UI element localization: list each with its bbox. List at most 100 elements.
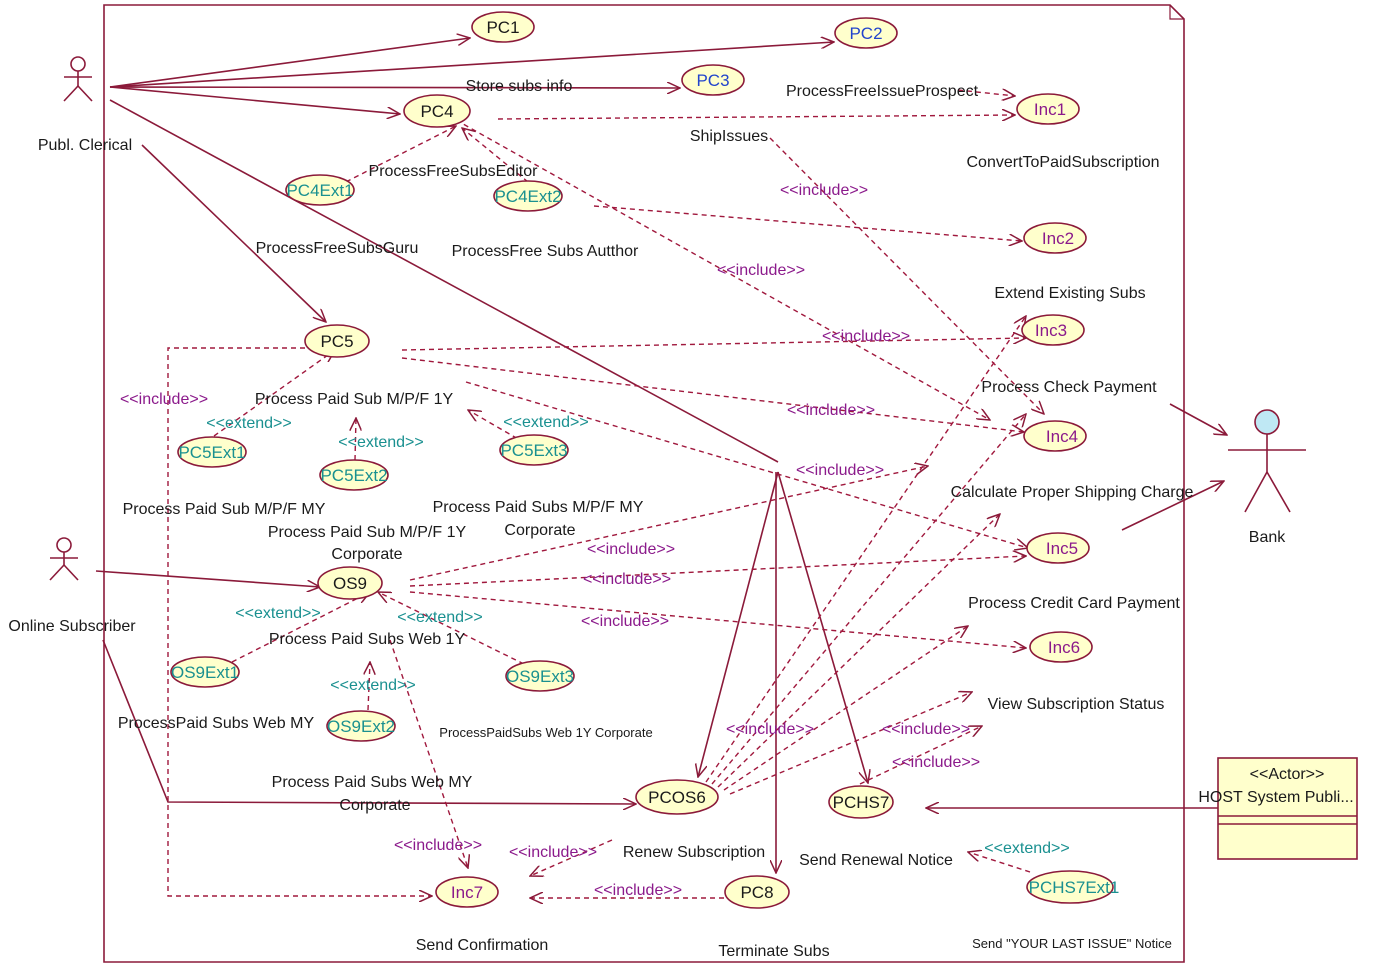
use-case-names: Store subs info ProcessFreeIssueProspect… — [118, 78, 1194, 960]
svg-text:PC1: PC1 — [486, 18, 519, 37]
svg-text:PCHS7Ext1: PCHS7Ext1 — [1029, 878, 1120, 897]
uc-pc5ext1[interactable]: PC5Ext1 — [177, 436, 247, 468]
svg-text:OS9: OS9 — [333, 574, 367, 593]
uc-os9ext1[interactable]: OS9Ext1 — [170, 656, 240, 688]
actor-label: Bank — [1249, 529, 1286, 546]
svg-text:PCHS7: PCHS7 — [833, 793, 890, 812]
actor-stereotype: <<Actor>> — [1250, 766, 1325, 783]
label-last-issue: Send "YOUR LAST ISSUE" Notice — [972, 936, 1172, 951]
label-paid-mpf-my-corp: Process Paid Subs M/P/F MY — [433, 499, 644, 516]
extend-label: <<extend>> — [235, 605, 320, 622]
actor-host-system[interactable]: <<Actor>> HOST System Publi... — [1198, 757, 1358, 860]
uc-inc1[interactable]: Inc1 — [1016, 93, 1080, 125]
actor-label: HOST System Publi... — [1198, 789, 1353, 806]
include-label: <<include>> — [882, 721, 970, 738]
svg-text:PC5Ext3: PC5Ext3 — [500, 441, 567, 460]
label-store-subs: Store subs info — [466, 78, 573, 95]
actor-bank[interactable]: Bank — [1228, 409, 1306, 546]
uc-os9[interactable]: OS9 — [317, 566, 383, 600]
uc-pc5ext2[interactable]: PC5Ext2 — [319, 459, 389, 491]
extend-label: <<extend>> — [397, 609, 482, 626]
label-process-check: Process Check Payment — [981, 379, 1157, 396]
system-boundary — [103, 4, 1185, 963]
uc-pc4ext2[interactable]: PC4Ext2 — [493, 180, 563, 212]
svg-text:OS9Ext3: OS9Ext3 — [506, 667, 574, 686]
uc-pcos6[interactable]: PCOS6 — [635, 779, 719, 815]
uc-pchs7[interactable]: PCHS7 — [828, 785, 894, 819]
extend-label: <<extend>> — [984, 840, 1069, 857]
svg-text:OS9Ext2: OS9Ext2 — [327, 717, 395, 736]
uc-pc1[interactable]: PC1 — [471, 11, 535, 43]
svg-text:Inc1: Inc1 — [1034, 100, 1066, 119]
label-calc-shipping: Calculate Proper Shipping Charge — [951, 484, 1194, 501]
label-terminate: Terminate Subs — [718, 943, 829, 960]
label-paid-web-1y: Process Paid Subs Web 1Y — [269, 631, 466, 648]
uc-pc5[interactable]: PC5 — [304, 324, 370, 358]
svg-text:PC5Ext1: PC5Ext1 — [178, 443, 245, 462]
uc-pc2[interactable]: PC2 — [834, 17, 898, 49]
label-paid-mpf-my-corp-2: Corporate — [504, 522, 575, 539]
svg-text:PC4: PC4 — [420, 102, 453, 121]
associations — [95, 38, 1227, 873]
extend-label: <<extend>> — [206, 415, 291, 432]
include-label: <<include>> — [509, 844, 597, 861]
label-send-confirmation: Send Confirmation — [416, 937, 549, 954]
uc-inc7[interactable]: Inc7 — [435, 876, 499, 908]
include-label: <<include>> — [594, 882, 682, 899]
include-label: <<include>> — [581, 613, 669, 630]
actor-label: Online Subscriber — [8, 618, 136, 635]
uc-pc4ext1[interactable]: PC4Ext1 — [285, 174, 355, 206]
label-paid-mpf-1y-corp-2: Corporate — [331, 546, 402, 563]
svg-text:PCOS6: PCOS6 — [648, 788, 706, 807]
actor-online-subscriber[interactable]: Online Subscriber — [8, 537, 136, 635]
svg-text:Inc3: Inc3 — [1035, 321, 1067, 340]
include-label: <<include>> — [787, 402, 875, 419]
svg-text:PC4Ext2: PC4Ext2 — [494, 187, 561, 206]
label-paid-mpf-1y: Process Paid Sub M/P/F 1Y — [255, 391, 454, 408]
label-send-renewal: Send Renewal Notice — [799, 852, 953, 869]
stereotype-labels: <<include>> <<include>> <<include>> <<in… — [120, 182, 1070, 899]
svg-text:OS9Ext1: OS9Ext1 — [171, 663, 239, 682]
svg-text:PC5Ext2: PC5Ext2 — [320, 466, 387, 485]
uc-pc8[interactable]: PC8 — [724, 875, 790, 909]
uc-inc2[interactable]: Inc2 — [1023, 222, 1087, 254]
label-paid-web-1y-corp: ProcessPaidSubs Web 1Y Corporate — [439, 725, 652, 740]
include-label: <<include>> — [120, 391, 208, 408]
label-extend-existing: Extend Existing Subs — [994, 285, 1145, 302]
uc-os9ext3[interactable]: OS9Ext3 — [505, 660, 575, 692]
uc-inc4[interactable]: Inc4 — [1023, 420, 1087, 452]
label-renew: Renew Subscription — [623, 844, 765, 861]
uc-pc3[interactable]: PC3 — [681, 64, 745, 96]
svg-text:Inc4: Inc4 — [1046, 427, 1078, 446]
uc-os9ext2[interactable]: OS9Ext2 — [326, 710, 396, 742]
label-paid-mpf-1y-corp: Process Paid Sub M/P/F 1Y — [268, 524, 467, 541]
label-credit-card: Process Credit Card Payment — [968, 595, 1180, 612]
include-label: <<include>> — [796, 462, 884, 479]
uc-pc5ext3[interactable]: PC5Ext3 — [499, 434, 569, 466]
actor-label: Publ. Clerical — [38, 137, 132, 154]
label-paid-web-my: ProcessPaid Subs Web MY — [118, 715, 315, 732]
uc-pc4[interactable]: PC4 — [403, 94, 471, 128]
svg-text:Inc7: Inc7 — [451, 883, 483, 902]
actor-publ-clerical[interactable]: Publ. Clerical — [38, 56, 132, 154]
include-label: <<include>> — [394, 837, 482, 854]
include-label: <<include>> — [822, 328, 910, 345]
svg-text:Inc6: Inc6 — [1048, 638, 1080, 657]
label-paid-web-my-corp: Process Paid Subs Web MY — [272, 774, 473, 791]
uc-inc6[interactable]: Inc6 — [1029, 631, 1093, 663]
svg-text:PC3: PC3 — [696, 71, 729, 90]
extend-label: <<extend>> — [503, 414, 588, 431]
label-free-subs-guru: ProcessFreeSubsGuru — [256, 240, 419, 257]
uc-inc3[interactable]: Inc3 — [1021, 314, 1085, 346]
uc-inc5[interactable]: Inc5 — [1026, 532, 1090, 564]
use-cases: PC1 PC2 PC3 PC4 PC4Ext1 PC4Ext2 PC5 PC5E… — [170, 11, 1120, 909]
label-convert-paid: ConvertToPaidSubscription — [967, 154, 1160, 171]
label-paid-mpf-my: Process Paid Sub M/P/F MY — [123, 501, 326, 518]
svg-text:PC4Ext1: PC4Ext1 — [286, 181, 353, 200]
label-free-subs-author: ProcessFree Subs Autthor — [452, 243, 639, 260]
uc-pchs7ext1[interactable]: PCHS7Ext1 — [1026, 870, 1120, 904]
include-label: <<include>> — [583, 571, 671, 588]
extend-label: <<extend>> — [330, 677, 415, 694]
label-free-subs-editor: ProcessFreeSubsEditor — [369, 163, 539, 180]
svg-text:PC2: PC2 — [849, 24, 882, 43]
